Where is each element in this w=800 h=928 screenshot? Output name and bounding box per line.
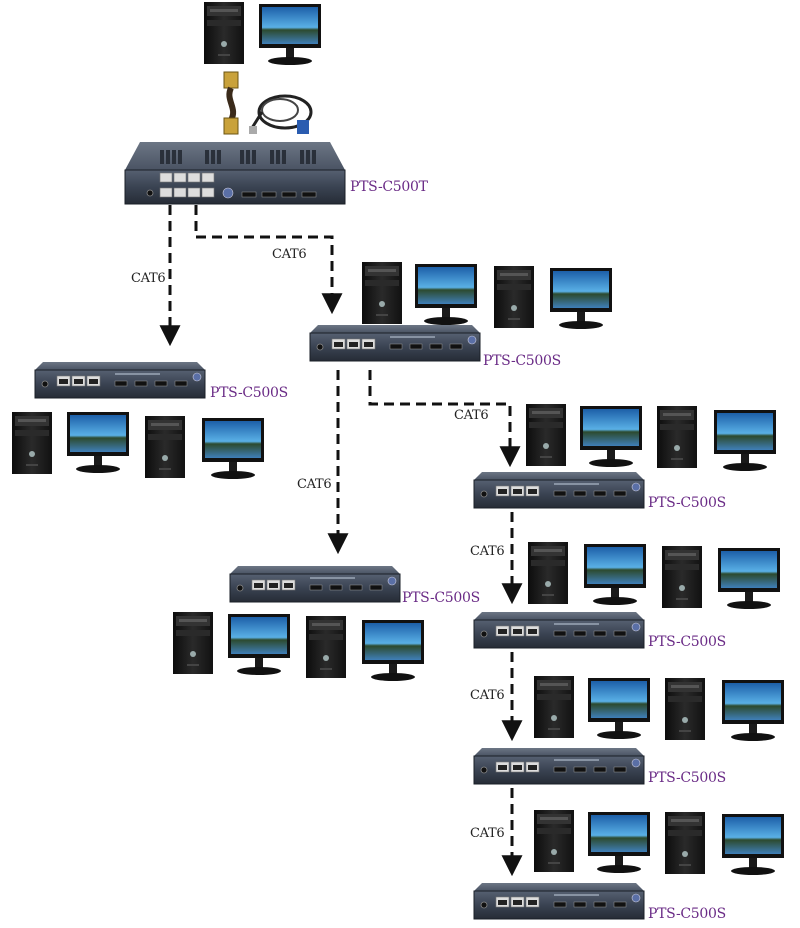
pc-tower-icon (534, 676, 574, 738)
monitor-icon (259, 4, 321, 65)
monitor-icon (718, 548, 780, 609)
receiver-model-label: PTS-C500S (648, 634, 726, 650)
receiver-unit-5 (473, 611, 645, 649)
monitor-icon (584, 544, 646, 605)
cable-label: CAT6 (470, 826, 505, 841)
receiver-model-label: PTS-C500S (210, 385, 288, 401)
receiver-unit-1 (34, 361, 206, 399)
receiver-model-label: PTS-C500S (648, 495, 726, 511)
pc-tower-icon (662, 546, 702, 608)
cable-label: CAT6 (297, 477, 332, 492)
pc-tower-icon (173, 612, 213, 674)
receiver-unit-7 (473, 882, 645, 920)
receiver-unit-2 (309, 324, 481, 362)
pc-tower-icon (362, 262, 402, 324)
usb-cable-icon (249, 94, 313, 134)
cable-label: CAT6 (131, 271, 166, 286)
pc-tower-icon (528, 542, 568, 604)
cable-line-2 (194, 205, 343, 315)
receiver-model-label: PTS-C500S (648, 906, 726, 922)
monitor-icon (415, 264, 477, 325)
pc-tower-icon (665, 678, 705, 740)
pc-tower-icon (306, 616, 346, 678)
cable-line-4 (368, 370, 521, 468)
monitor-icon (202, 418, 264, 479)
monitor-icon (722, 814, 784, 875)
pc-tower-icon (665, 812, 705, 874)
hdmi-cable-icon (223, 71, 239, 135)
monitor-icon (228, 614, 290, 675)
monitor-icon (722, 680, 784, 741)
monitor-icon (588, 812, 650, 873)
monitor-icon (714, 410, 776, 471)
cable-label: CAT6 (272, 247, 307, 262)
transmitter-unit (124, 142, 346, 205)
pc-tower-icon (12, 412, 52, 474)
monitor-icon (588, 678, 650, 739)
cable-label: CAT6 (470, 544, 505, 559)
pc-tower-icon (204, 2, 244, 64)
pc-tower-icon (526, 404, 566, 466)
receiver-unit-6 (473, 747, 645, 785)
monitor-icon (67, 412, 129, 473)
transmitter-model-label: PTS-C500T (350, 179, 428, 195)
receiver-model-label: PTS-C500S (402, 590, 480, 606)
monitor-icon (580, 406, 642, 467)
monitor-icon (362, 620, 424, 681)
monitor-icon (550, 268, 612, 329)
pc-tower-icon (534, 810, 574, 872)
power-button-icon (146, 189, 154, 197)
cable-label: CAT6 (454, 408, 489, 423)
receiver-model-label: PTS-C500S (483, 353, 561, 369)
hdmi-port-icon (241, 191, 317, 198)
pc-tower-icon (494, 266, 534, 328)
receiver-model-label: PTS-C500S (648, 770, 726, 786)
cable-label: CAT6 (470, 688, 505, 703)
rj45-port-icon (159, 172, 215, 198)
pc-tower-icon (657, 406, 697, 468)
pc-tower-icon (145, 416, 185, 478)
receiver-unit-3 (229, 565, 401, 603)
receiver-unit-4 (473, 471, 645, 509)
